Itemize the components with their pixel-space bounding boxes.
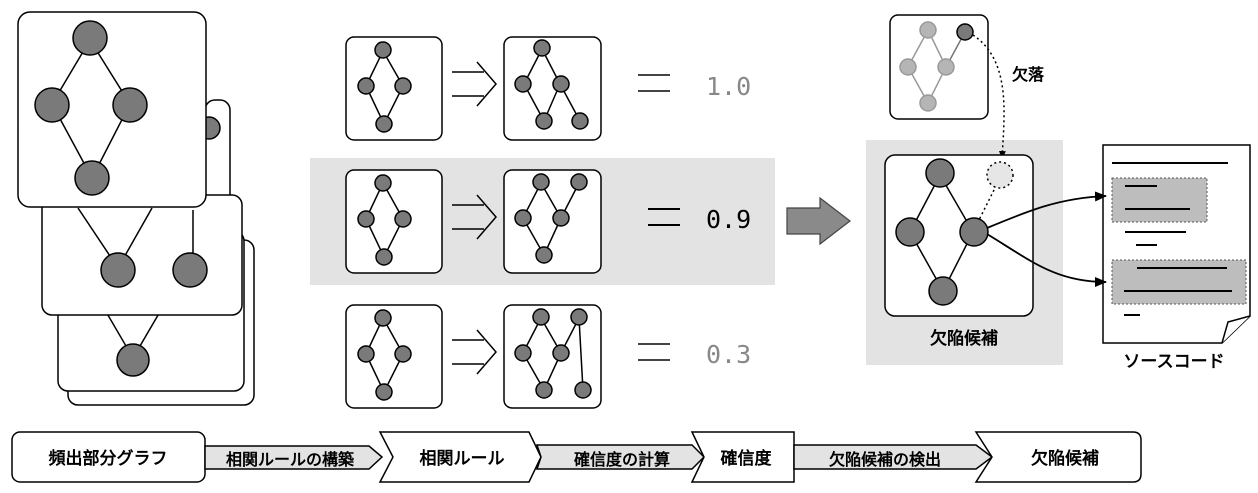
- confidence-value: 0.9: [706, 205, 751, 234]
- candidate-label: 欠陥候補: [930, 328, 998, 349]
- rule-row-3: 0.3: [345, 304, 751, 409]
- implies-icon: [452, 194, 497, 240]
- rule-consequent: [503, 36, 602, 141]
- pipeline-label: 相関ルール: [420, 448, 505, 469]
- rule-consequent: [503, 304, 602, 409]
- code-highlight: [1111, 177, 1208, 223]
- mapping-arrow: [986, 233, 1107, 287]
- equals-sign: [638, 343, 670, 361]
- pipeline-label: 頻出部分グラフ: [48, 448, 168, 469]
- pipeline-label: 確信度: [721, 448, 773, 469]
- block-arrow-icon: [786, 196, 851, 246]
- pipeline-label: 相関ルールの構築: [226, 450, 355, 469]
- equals-sign: [638, 74, 670, 92]
- graph-node: [116, 343, 150, 377]
- graph-node: [112, 87, 148, 123]
- rule-antecedent: [345, 169, 443, 274]
- rule-row-2: 0.9: [345, 169, 751, 274]
- frequent-subgraph-stack: [17, 11, 255, 406]
- pipeline: 頻出部分グラフ 相関ルールの構築 相関ルール 確信度の計算 確信度 欠陥候補の検…: [11, 431, 1142, 483]
- graph-node: [172, 252, 208, 288]
- pipeline-box: [378, 431, 542, 483]
- equals-sign: [648, 208, 680, 226]
- pipeline-process: [204, 445, 384, 470]
- mapping-arrow: [986, 191, 1107, 229]
- graph-node: [72, 20, 108, 56]
- candidate-graph: [884, 154, 1034, 317]
- source-code-document: [1102, 144, 1251, 344]
- pipeline-box: [974, 431, 1142, 483]
- rule-consequent: [503, 169, 602, 274]
- pipeline-process: [793, 444, 994, 470]
- rule-antecedent: [345, 304, 443, 409]
- missing-arrow: [972, 34, 1006, 159]
- pipeline-process: [535, 444, 706, 470]
- confidence-value: 0.3: [706, 340, 751, 369]
- code-highlight: [1111, 259, 1247, 305]
- graph-node: [74, 160, 110, 196]
- rule-row-1: 1.0: [345, 36, 751, 141]
- graph-node: [34, 87, 70, 123]
- pipeline-label: 欠陥候補: [1031, 448, 1099, 469]
- implies-icon: [452, 329, 497, 375]
- confidence-value: 1.0: [706, 72, 751, 101]
- subgraph-card-back-1: [41, 99, 243, 316]
- subgraph-card-front: [17, 11, 207, 208]
- rule-antecedent: [345, 36, 443, 141]
- source-code-label: ソースコード: [1123, 352, 1224, 372]
- pipeline-box: [690, 431, 795, 483]
- missing-label: 欠落: [1012, 65, 1045, 84]
- graph-node: [100, 252, 136, 288]
- missing-edge-graph: [889, 14, 989, 120]
- pipeline-label: 確信度の計算: [574, 450, 670, 469]
- implies-icon: [452, 61, 497, 107]
- pipeline-label: 欠陥候補の検出: [829, 450, 941, 469]
